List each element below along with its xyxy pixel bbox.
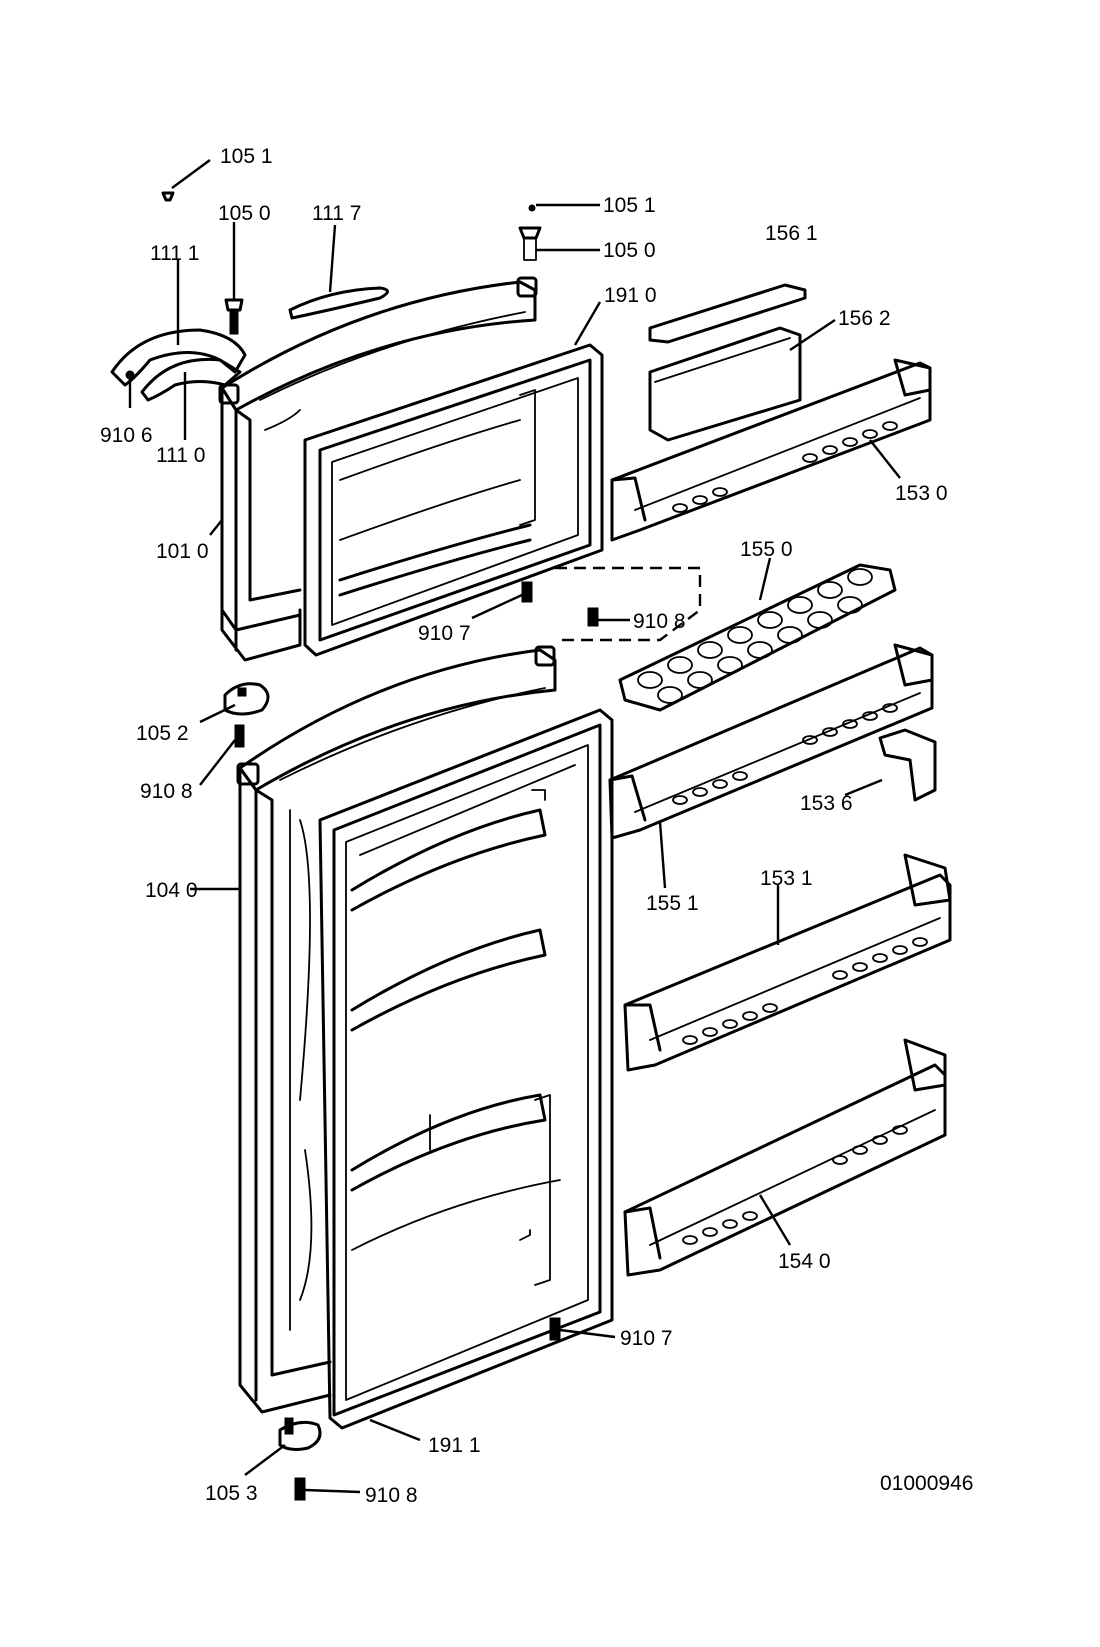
label-105-0-right: 105 0 — [603, 239, 656, 262]
diagram-id: 01000946 — [880, 1472, 973, 1495]
leader-lines — [128, 159, 901, 1494]
label-910-7-bottom: 910 7 — [620, 1327, 673, 1350]
door-shelf-154-0 — [623, 1038, 947, 1277]
freezer-door-101-0 — [218, 276, 538, 662]
screw-910-7-mid — [521, 581, 533, 603]
freezer-door-gasket-191-0 — [303, 343, 604, 657]
screw-105-1-left — [161, 191, 175, 202]
label-910-6: 910 6 — [100, 424, 153, 447]
dashed-group-box — [555, 566, 702, 642]
screw-910-8-bottom — [294, 1477, 306, 1501]
label-105-2: 105 2 — [136, 722, 189, 745]
screw-910-8-hinge — [234, 724, 245, 748]
screw-910-8-mid — [587, 607, 599, 627]
label-111-0: 111 0 — [156, 444, 205, 467]
egg-tray-155-0 — [618, 563, 897, 712]
label-910-8-left: 910 8 — [140, 780, 193, 803]
label-104-0: 104 0 — [145, 879, 198, 902]
label-153-0: 153 0 — [895, 482, 948, 505]
hinge-105-2 — [223, 682, 270, 716]
label-111-1: 111 1 — [150, 242, 199, 265]
screw-910-7-bottom — [549, 1317, 561, 1341]
door-shelf-153-1 — [623, 853, 952, 1072]
clip-153-6 — [878, 728, 937, 802]
label-105-3: 105 3 — [205, 1482, 258, 1505]
label-155-0: 155 0 — [740, 538, 793, 561]
screw-105-0-left — [224, 298, 244, 335]
label-156-1: 156 1 — [765, 222, 818, 245]
label-105-1-left: 105 1 — [220, 145, 273, 168]
label-111-7: 111 7 — [312, 202, 361, 225]
shelf-cover-156-1 — [648, 283, 807, 344]
shelf-156-2 — [648, 326, 802, 442]
label-191-0: 191 0 — [604, 284, 657, 307]
label-153-6: 153 6 — [800, 792, 853, 815]
label-156-2: 156 2 — [838, 307, 891, 330]
label-910-7-mid: 910 7 — [418, 622, 471, 645]
label-155-1: 155 1 — [646, 892, 699, 915]
hinge-105-3 — [278, 1417, 322, 1451]
screw-105-0-right — [518, 226, 542, 261]
label-910-8-mid: 910 8 — [633, 610, 686, 633]
label-153-1: 153 1 — [760, 867, 813, 890]
fridge-door-104-0 — [236, 645, 557, 1414]
screw-105-1-right — [528, 204, 536, 212]
label-191-1: 191 1 — [428, 1434, 481, 1457]
label-101-0: 101 0 — [156, 540, 209, 563]
handle-111 — [110, 328, 247, 402]
door-shelf-153-0 — [610, 358, 932, 542]
fridge-door-gasket-191-1 — [318, 708, 614, 1430]
label-154-0: 154 0 — [778, 1250, 831, 1273]
handle-cover-111-7 — [288, 286, 389, 320]
label-105-0-left: 105 0 — [218, 202, 271, 225]
label-105-1-right: 105 1 — [603, 194, 656, 217]
label-910-8-bottom: 910 8 — [365, 1484, 418, 1507]
door-shelf-155-1 — [608, 643, 934, 840]
